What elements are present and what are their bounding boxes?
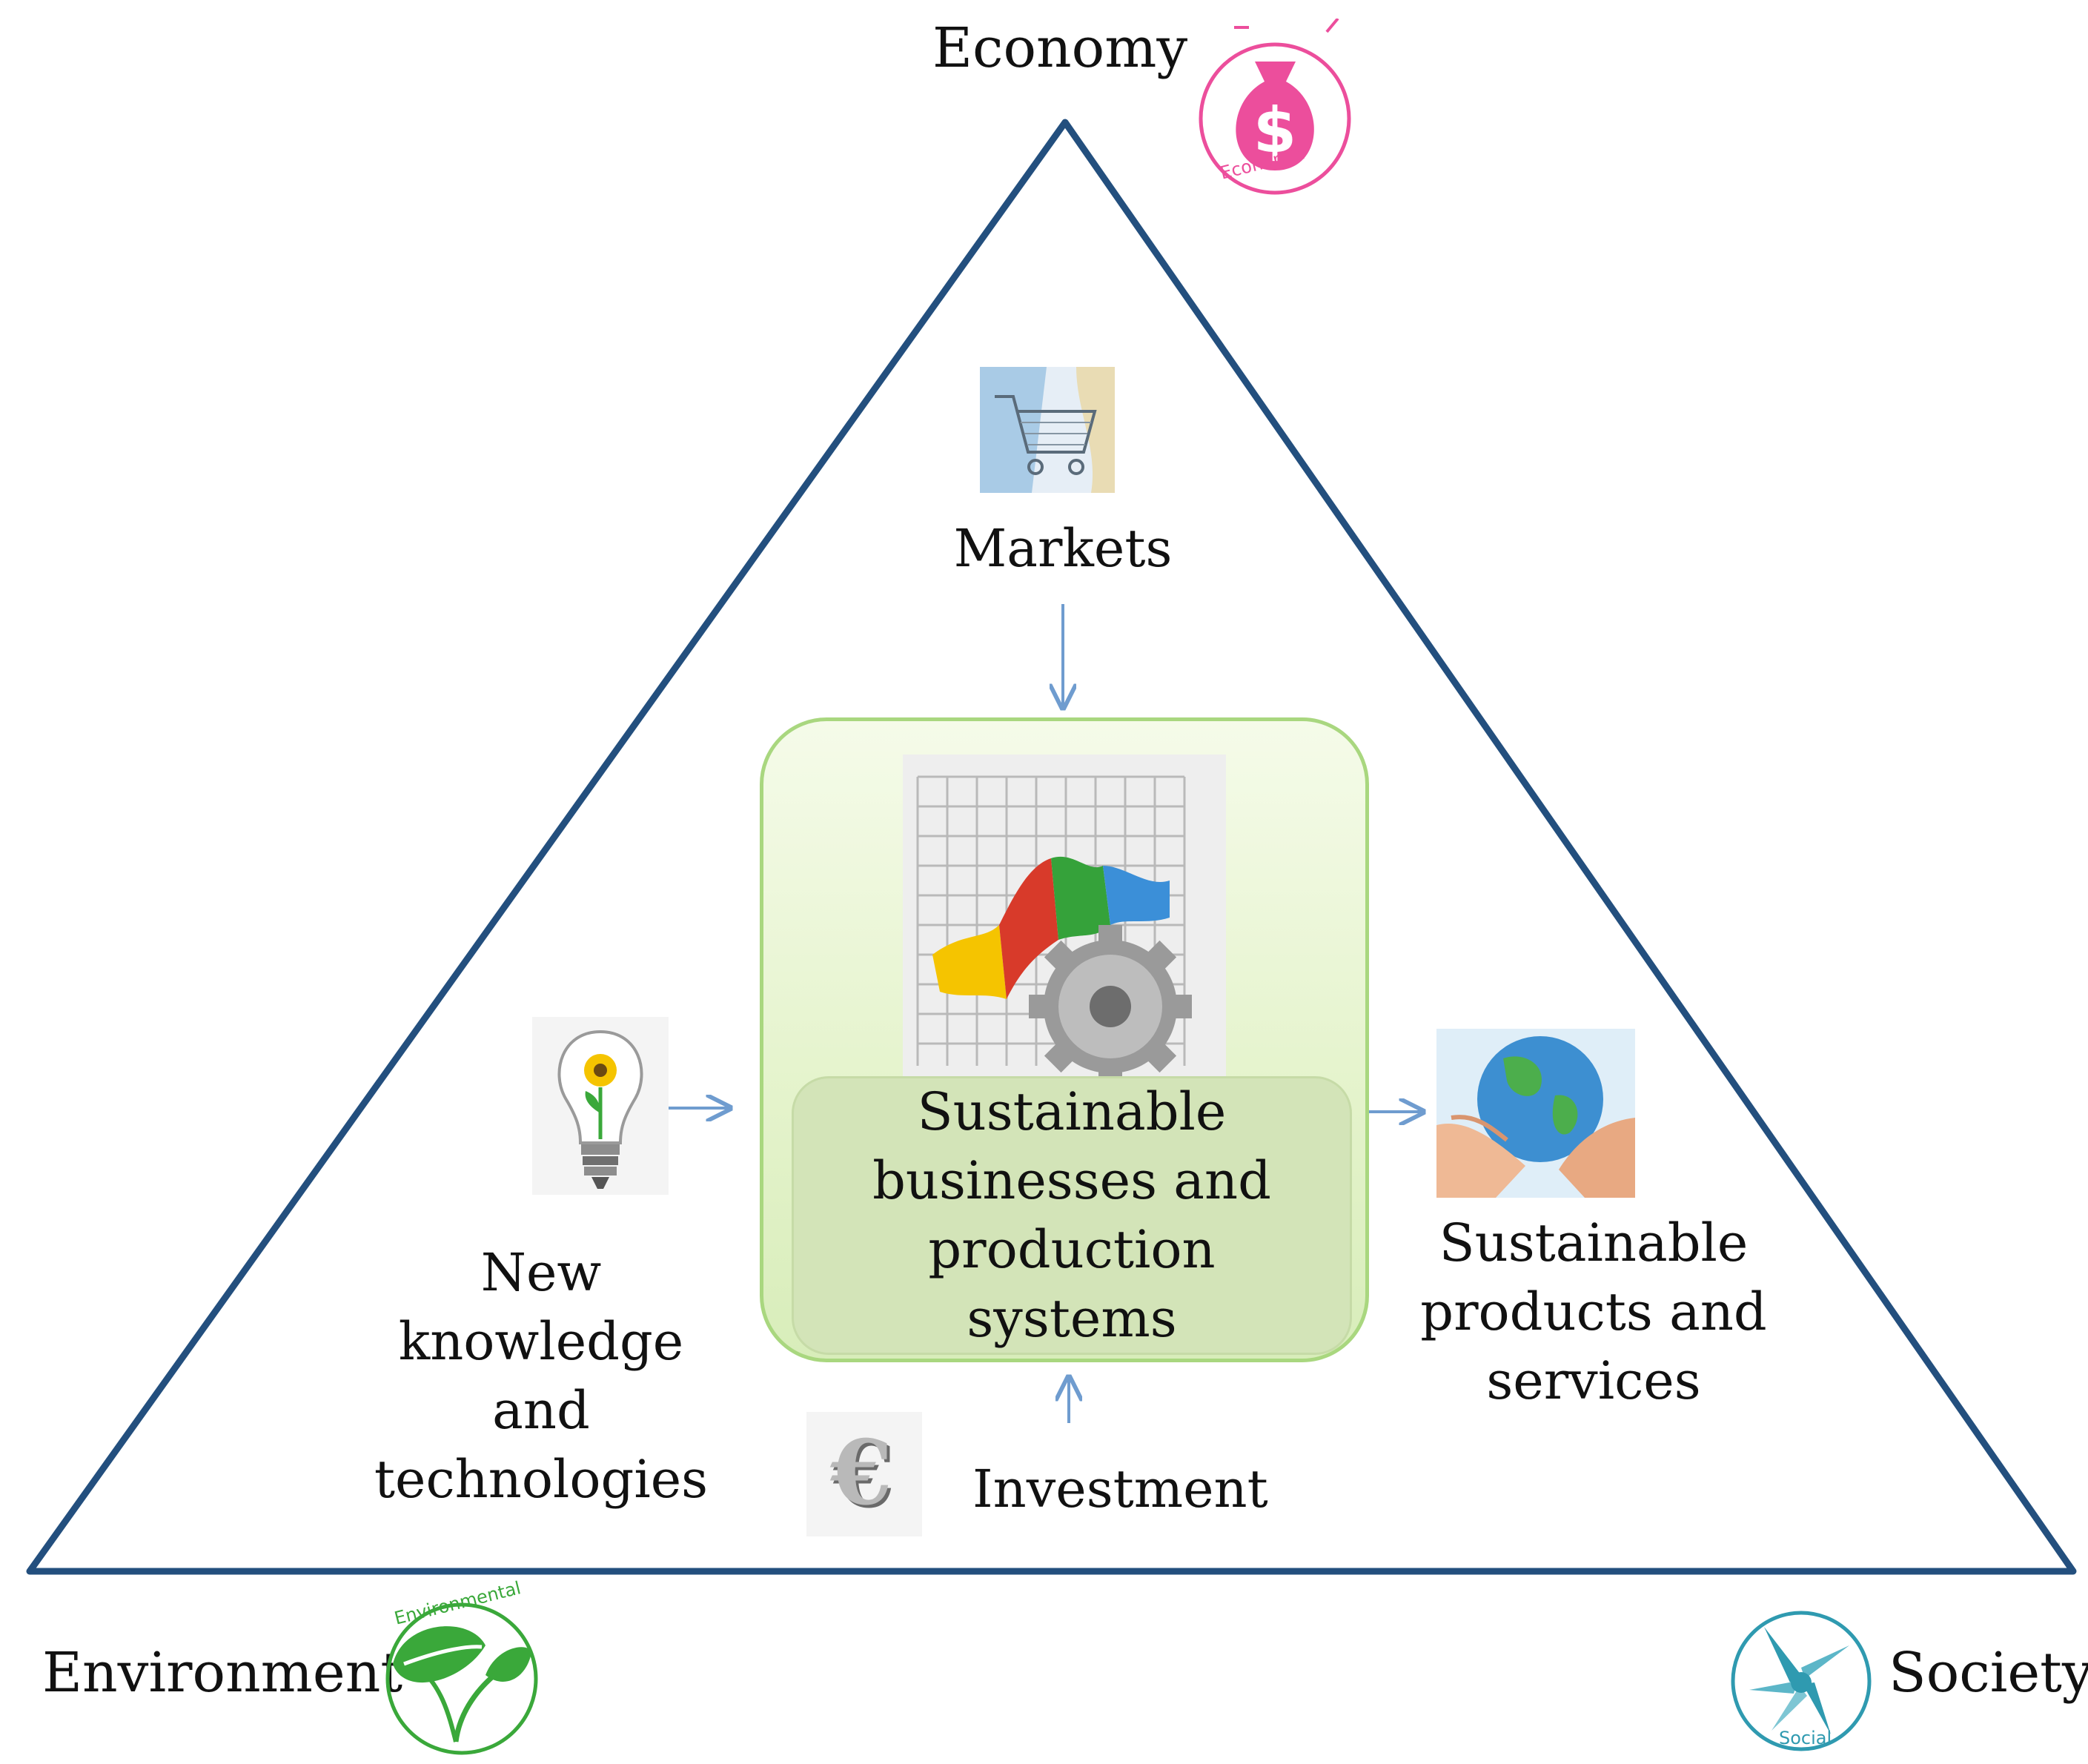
products-label-line-2: products and	[1420, 1281, 1767, 1342]
center-label-line-4: systems	[967, 1288, 1177, 1349]
node-markets-label: Markets	[953, 518, 1173, 579]
products-label-line-3: services	[1486, 1350, 1701, 1411]
vertex-environment-label: Environment	[42, 1641, 403, 1705]
hands-icon	[1731, 1611, 1872, 1751]
shopping-cart-icon	[980, 367, 1115, 493]
knowledge-label-line-1: New	[480, 1242, 602, 1303]
euro-icon: € €	[806, 1412, 922, 1536]
products-label-line-1: Sustainable	[1439, 1213, 1749, 1273]
svg-text:$: $	[1253, 94, 1296, 167]
node-investment-label: Investment	[972, 1459, 1268, 1519]
center-label-line-1: Sustainable	[917, 1081, 1227, 1142]
triangle-outline	[26, 119, 2077, 1575]
social-badge-text: Social	[1779, 1728, 1832, 1748]
knowledge-label-line-3: and	[492, 1380, 590, 1441]
center-label-line-2: businesses and	[872, 1150, 1271, 1211]
leaf-icon	[385, 1602, 538, 1755]
light-bulb-flower-icon	[532, 1017, 669, 1195]
center-label-line-3: production	[928, 1219, 1216, 1280]
knowledge-label-line-4: technologies	[374, 1449, 709, 1510]
svg-text:€: €	[832, 1424, 895, 1528]
center-box-label-panel	[792, 1076, 1352, 1355]
knowledge-label-line-2: knowledge	[398, 1311, 684, 1372]
vertex-economy-label: Economy	[932, 16, 1188, 80]
svg-text:€: €	[829, 1421, 892, 1525]
globe-in-hands-icon	[1436, 1029, 1635, 1198]
money-bag-icon: $	[1199, 19, 1351, 195]
vertex-society-label: Society	[1889, 1641, 2088, 1705]
chart-gear-icon	[903, 755, 1226, 1081]
